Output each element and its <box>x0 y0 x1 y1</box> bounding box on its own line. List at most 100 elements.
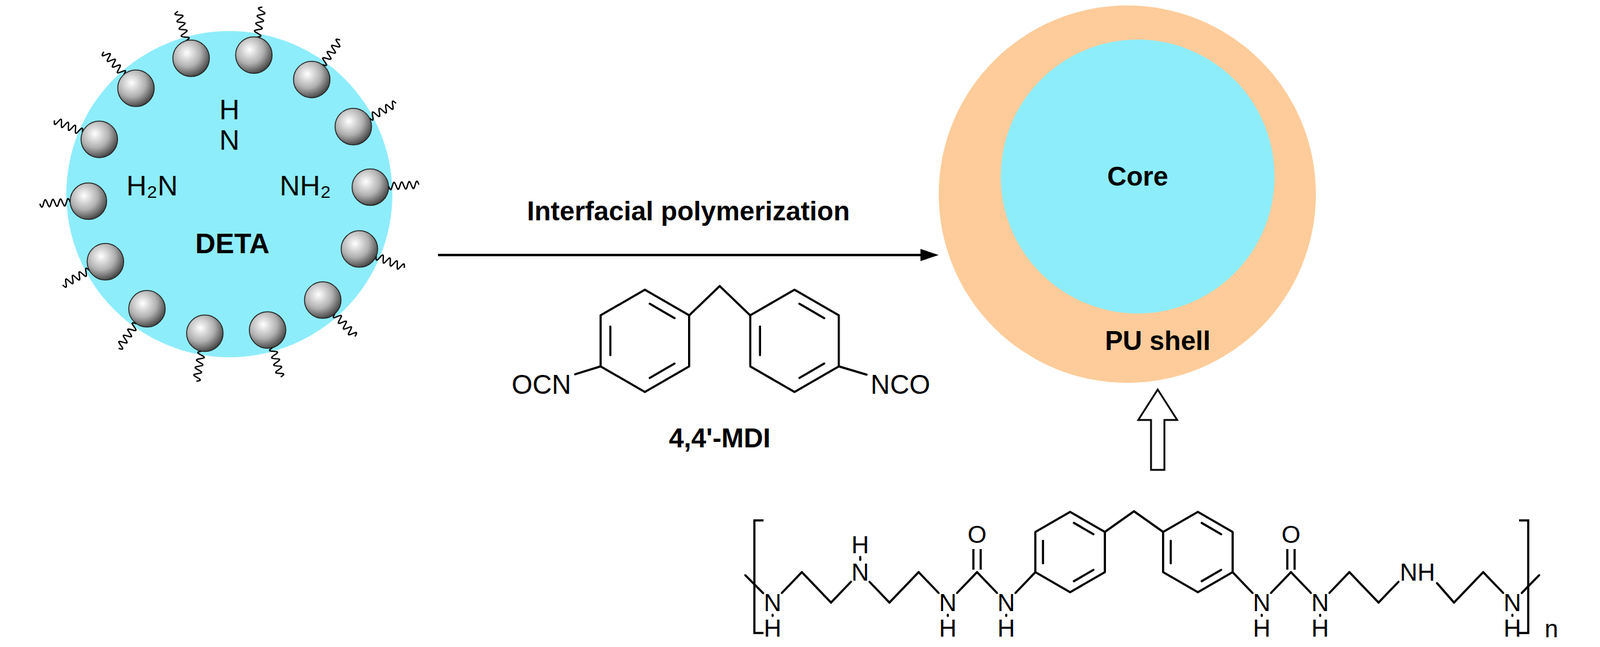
surfactant-head <box>335 108 372 145</box>
surfactant-tail <box>369 100 397 121</box>
atom-label: OCN <box>511 369 572 400</box>
bond <box>1133 511 1164 532</box>
atom-label: N <box>997 588 1016 616</box>
bond <box>1329 571 1350 593</box>
atom-label: H <box>1253 614 1271 642</box>
bond <box>1436 582 1454 603</box>
surfactant-head <box>128 290 166 327</box>
arrow-head <box>920 248 939 261</box>
atom-label: H <box>1311 614 1330 642</box>
atom-label: NH₂ <box>279 170 331 202</box>
surfactant-tail <box>388 181 420 190</box>
arrow-shaft <box>438 253 925 257</box>
surfactant-tail <box>102 51 126 75</box>
bond <box>781 571 802 593</box>
ring-double-bond <box>1073 522 1094 535</box>
pu-shell: PU shell Core <box>938 5 1316 383</box>
atom-label: N <box>1311 588 1330 616</box>
ring-double-bond <box>799 303 825 319</box>
surfactant-head <box>293 61 330 98</box>
atom-label: H₂N <box>126 170 178 202</box>
ring-double-bond <box>1042 540 1045 563</box>
surfactant-tail <box>254 7 265 38</box>
atom-label: N <box>1253 588 1271 616</box>
ring-double-bond <box>1169 540 1173 563</box>
atom-label: H <box>851 531 870 558</box>
edge-label: Interfacial polymerization <box>526 196 850 226</box>
ring-double-bond <box>649 303 675 319</box>
bond <box>1232 571 1253 593</box>
atom-label: N <box>939 588 957 616</box>
bond <box>574 366 601 375</box>
atom-label: NH <box>1399 558 1436 586</box>
bond <box>1521 574 1540 593</box>
atom-label: H <box>764 614 782 642</box>
surfactant-tail <box>118 322 137 349</box>
surfactant-head <box>86 243 124 280</box>
surfactant-head <box>249 311 286 348</box>
ring-double-bond <box>1201 522 1221 535</box>
bond <box>1290 571 1312 593</box>
surfactant-head <box>341 230 378 268</box>
bond <box>977 571 998 593</box>
bond <box>1270 571 1291 593</box>
node-label: PU shell <box>1104 326 1211 356</box>
ring-double-bond <box>1201 569 1221 581</box>
benzene-ring <box>1035 511 1105 592</box>
bond <box>1104 511 1134 532</box>
bond <box>831 581 852 603</box>
atom-label: N <box>219 124 240 156</box>
node-label: DETA <box>195 228 270 260</box>
bond <box>1483 571 1504 593</box>
bond <box>918 571 939 593</box>
polymer-bracket <box>754 520 764 633</box>
node-label: Core <box>1107 161 1169 192</box>
benzene-ring <box>600 289 689 392</box>
ring-double-bond <box>609 326 613 355</box>
surfactant-head <box>172 40 210 77</box>
double-bond <box>972 548 975 570</box>
surfactant-head <box>235 37 272 74</box>
core-disc <box>1000 39 1275 314</box>
bond <box>719 285 751 316</box>
atom-label: NCO <box>870 369 931 400</box>
droplet-body <box>66 31 393 358</box>
surfactant-head <box>352 168 389 206</box>
surfactant-tail <box>54 119 83 134</box>
benzene-ring <box>750 289 839 392</box>
surfactant-head <box>69 183 107 220</box>
atom-label: N <box>1503 588 1522 616</box>
surfactant-tail <box>375 254 405 269</box>
atom-label: H <box>997 614 1016 642</box>
bond <box>838 366 867 375</box>
hollow-arrow <box>1138 389 1178 470</box>
surfactant-head <box>80 121 118 158</box>
surfactant-tail <box>194 351 205 381</box>
bond <box>689 285 720 316</box>
atom-label: H <box>939 614 957 642</box>
double-bond <box>1293 548 1296 570</box>
ring-double-bond <box>759 326 762 355</box>
atom-label: H <box>219 94 240 126</box>
surfactant-head <box>304 281 342 319</box>
compound-name: 4,4'-MDI <box>669 423 771 453</box>
emulsion-droplet-outline <box>24 0 439 390</box>
double-bond <box>979 548 982 570</box>
atom-label: N <box>851 558 870 586</box>
atom-label: O <box>1281 520 1301 548</box>
ring-double-bond <box>1073 569 1094 581</box>
double-bond <box>1286 548 1289 570</box>
benzene-ring <box>1163 511 1233 592</box>
bond <box>1378 581 1399 603</box>
bond <box>1015 571 1036 593</box>
capsule-core: Core <box>1000 39 1275 314</box>
emulsion-droplet: DETA <box>24 0 439 390</box>
atom-label: O <box>967 520 987 548</box>
bond <box>869 581 890 603</box>
surfactant-tail <box>269 347 284 377</box>
surfactant-head <box>186 314 224 352</box>
bond <box>801 571 832 603</box>
bond <box>889 571 919 603</box>
reaction-arrow <box>438 248 939 261</box>
atom-label: n <box>1544 615 1559 642</box>
